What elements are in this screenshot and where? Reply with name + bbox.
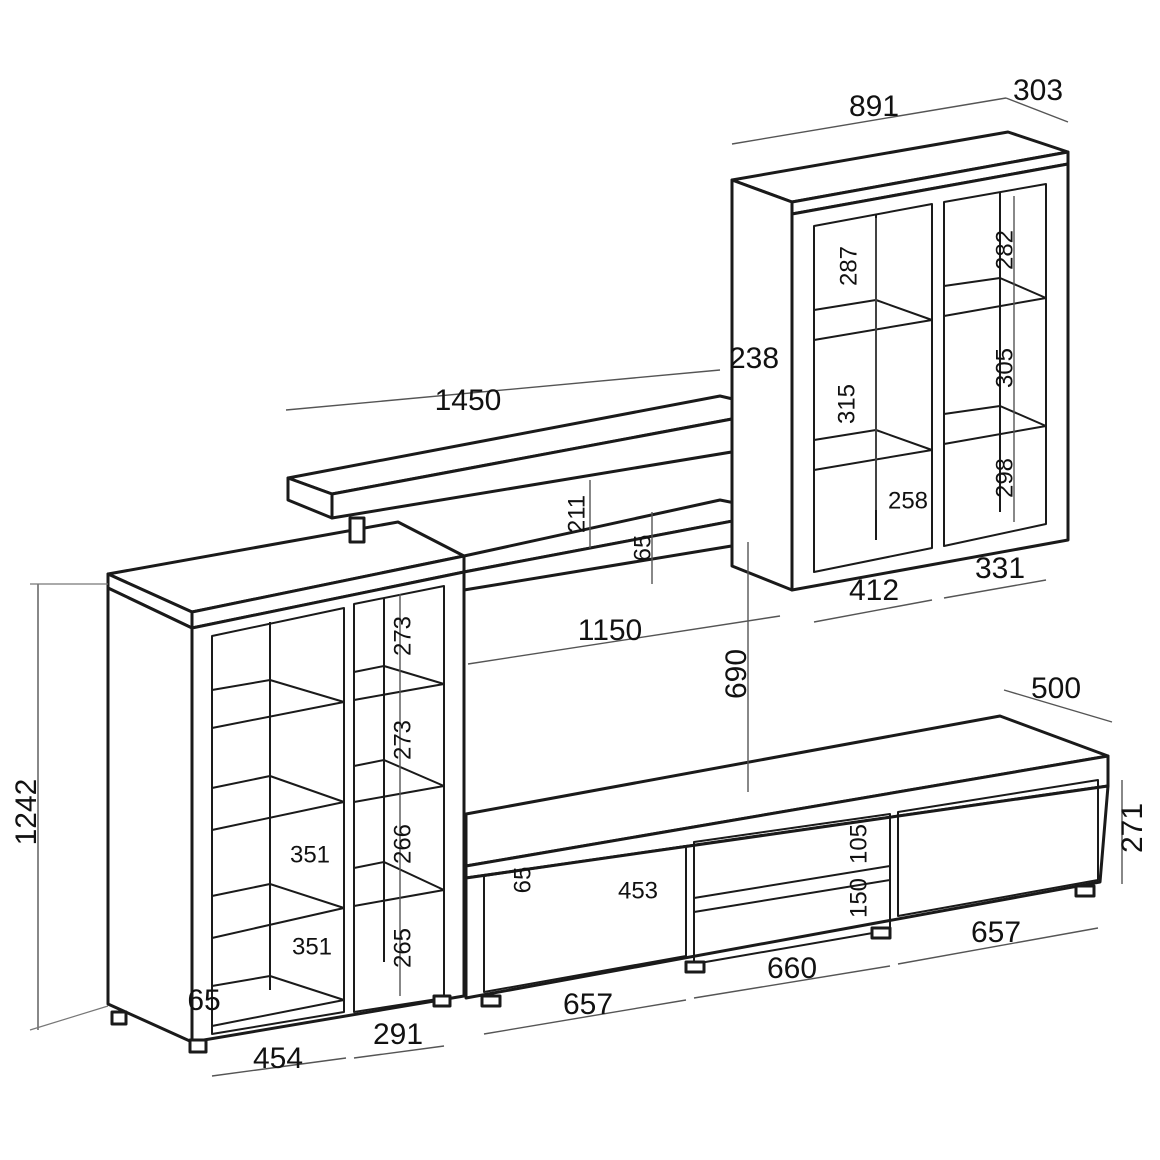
dim-line-657-right	[897, 927, 1099, 965]
label-tv-height: 271	[1116, 803, 1149, 853]
label-tv-foot: 65	[509, 867, 536, 894]
shelf-end	[286, 476, 334, 520]
dim-line-657-left	[483, 999, 687, 1035]
dim-line-1150	[467, 615, 781, 665]
label-tv-left-width: 657	[563, 988, 613, 1021]
label-left-right-width: 291	[373, 1018, 423, 1051]
label-shelf-depth: 238	[729, 342, 779, 375]
wall-cabinet	[730, 130, 1070, 592]
label-tv-right-width: 657	[971, 916, 1021, 949]
label-shelf-length: 1450	[435, 384, 502, 417]
shelf-support	[348, 516, 366, 544]
left-shelf-1	[211, 679, 345, 729]
tv-foot-1	[480, 994, 502, 1008]
left-bookcase-front	[190, 570, 466, 1044]
label-upper-width: 891	[849, 90, 899, 123]
left-shelf-3	[211, 883, 345, 939]
label-left-width: 454	[253, 1042, 303, 1075]
cabinet-front	[790, 162, 1070, 592]
left-shelf-4	[211, 975, 345, 1027]
right-shelf-1	[353, 665, 445, 701]
tv-right-compartment	[897, 779, 1099, 917]
dim-line-660	[693, 965, 891, 999]
dim-line-1450	[285, 369, 721, 411]
dim-line-500	[1003, 689, 1113, 723]
right-shelf-3	[353, 861, 445, 907]
tv-foot-2	[684, 960, 706, 974]
label-left-shelf-3: 266	[389, 824, 416, 864]
label-left-shelf-2: 273	[389, 720, 416, 760]
left-bookcase-side	[106, 586, 194, 1044]
tv-stand	[464, 714, 1110, 1008]
label-shelf-lower-length: 1150	[578, 614, 643, 647]
left-bookcase	[106, 520, 466, 1054]
dimension-lines	[29, 97, 1123, 1077]
label-upper-depth: 303	[1013, 74, 1063, 107]
label-left-depth-2: 351	[292, 933, 332, 960]
cabinet-right-shelf-2	[943, 405, 1047, 445]
label-upper-right-height-1: 282	[991, 230, 1018, 270]
tv-foot-4	[1074, 884, 1096, 898]
tv-front	[464, 784, 1110, 1000]
left-shelf-2	[211, 775, 345, 831]
dimension-labels: 1242 454 291 65 351 351 273 273 266 265 …	[10, 74, 1149, 1075]
label-upper-right-height-3: 298	[991, 458, 1018, 498]
label-tv-mid-width: 660	[767, 952, 817, 985]
dim-line-891	[731, 97, 1007, 145]
label-upper-left-height-1: 287	[835, 246, 862, 286]
left-foot-2	[188, 1038, 208, 1054]
label-tv-drawer-height: 105	[845, 824, 872, 864]
left-foot-1	[110, 1010, 128, 1026]
left-foot-3	[432, 994, 452, 1008]
dim-line-303	[1005, 97, 1069, 123]
label-wall-height: 690	[720, 649, 753, 699]
ext-line	[29, 1005, 109, 1031]
label-upper-right-width: 331	[975, 552, 1025, 585]
label-upper-right-height-2: 305	[991, 348, 1018, 388]
dim-line-412	[813, 599, 933, 623]
dim-line-291	[353, 1045, 445, 1059]
label-shelf-lower-thickness: 65	[629, 535, 656, 562]
label-left-shelf-1: 273	[389, 616, 416, 656]
right-shelf-2	[353, 759, 445, 803]
label-tv-mid-height: 150	[845, 878, 872, 918]
tv-foot-3	[870, 926, 892, 940]
label-shelf-gap: 211	[563, 495, 590, 533]
tv-middle-shelf	[693, 865, 891, 913]
dim-line-454	[211, 1057, 347, 1077]
label-tv-inner-depth: 453	[618, 877, 658, 904]
cabinet-side	[730, 178, 794, 592]
label-overall-height: 1242	[10, 779, 43, 846]
label-left-shelf-4: 265	[389, 928, 416, 968]
cabinet-right-shelf-1	[943, 277, 1047, 317]
label-left-depth-1: 351	[290, 841, 330, 868]
dim-line-331	[943, 579, 1047, 599]
tv-left-compartment	[483, 845, 687, 993]
label-left-foot: 65	[187, 984, 220, 1017]
label-upper-left-height-2: 315	[833, 384, 860, 424]
label-upper-inner-depth: 258	[888, 487, 928, 514]
label-upper-left-width: 412	[849, 574, 899, 607]
label-tv-depth: 500	[1031, 672, 1081, 705]
